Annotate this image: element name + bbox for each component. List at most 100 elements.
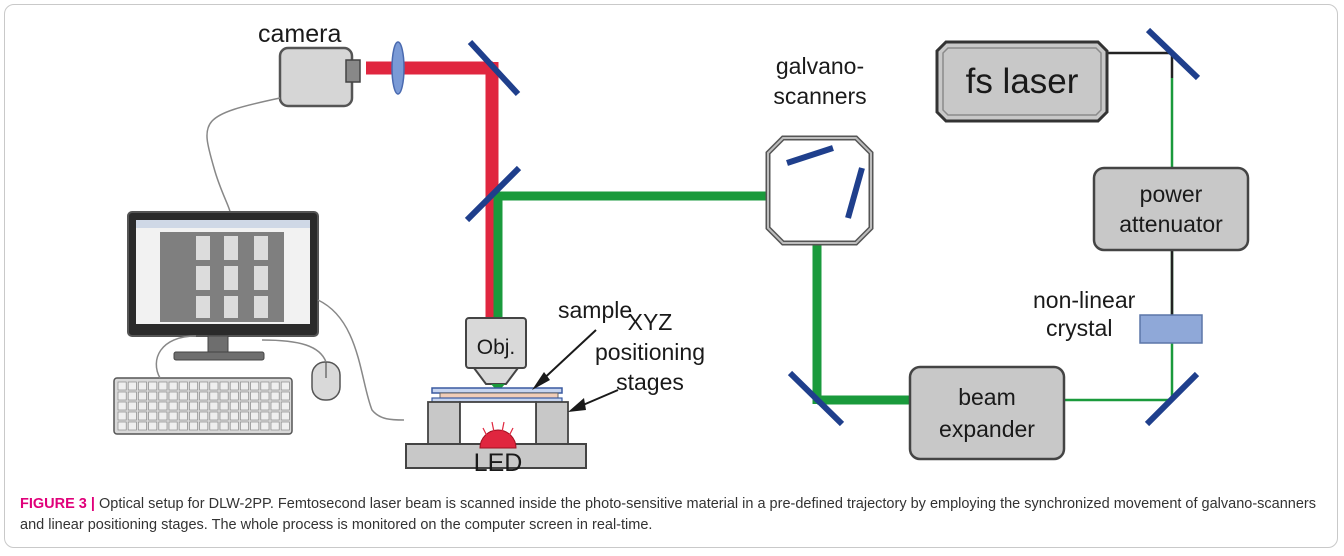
keyboard-key xyxy=(229,381,239,391)
keyboard-key xyxy=(250,381,260,391)
keyboard-key xyxy=(138,391,147,401)
keyboard-key xyxy=(158,381,168,391)
keyboard-key xyxy=(229,411,239,421)
keyboard-key xyxy=(240,391,249,401)
keyboard-key xyxy=(138,421,147,431)
keyboard-key xyxy=(229,421,239,431)
keyboard-key xyxy=(250,411,260,421)
keyboard-key xyxy=(240,411,249,421)
keyboard-key xyxy=(168,401,178,411)
keyboard-key xyxy=(199,391,209,401)
power-label-line2: attenuator xyxy=(1119,211,1223,237)
keyboard-key xyxy=(148,401,158,411)
keyboard-key xyxy=(158,391,168,401)
keyboard-key xyxy=(240,401,249,411)
keyboard-key xyxy=(260,381,270,391)
keyboard-key xyxy=(209,421,219,431)
keyboard-key xyxy=(168,391,178,401)
mirror-bottom-left xyxy=(787,370,845,427)
keyboard-key xyxy=(280,411,290,421)
keyboard-key xyxy=(209,401,219,411)
keyboard-key xyxy=(148,381,158,391)
keyboard-key xyxy=(127,411,137,421)
galvano-scanner-housing xyxy=(765,135,874,246)
keyboard-key xyxy=(168,421,178,431)
keyboard-key xyxy=(117,391,127,401)
keyboard-key xyxy=(280,421,290,431)
mirror-bottom-right xyxy=(1144,371,1200,427)
keyboard-key xyxy=(199,401,209,411)
mirror-top-left xyxy=(467,39,521,97)
keyboard-key xyxy=(199,421,209,431)
galvano-label-line2: scanners xyxy=(773,83,866,109)
keyboard-key xyxy=(250,401,260,411)
keyboard-key xyxy=(158,401,168,411)
keyboard-key xyxy=(209,381,219,391)
keyboard-key xyxy=(178,401,188,411)
xyz-label-line2: positioning xyxy=(595,339,705,365)
keyboard-key xyxy=(260,391,270,401)
keyboard-key xyxy=(127,421,137,431)
keyboard-key xyxy=(219,401,229,411)
keyboard-key xyxy=(178,421,188,431)
camera-label: camera xyxy=(258,20,341,48)
keyboard-key xyxy=(117,401,127,411)
figure-caption: FIGURE 3 | Optical setup for DLW-2PP. Fe… xyxy=(20,494,1320,536)
keyboard-key xyxy=(270,391,280,401)
beam-expander-box xyxy=(908,365,1066,461)
keyboard-key xyxy=(127,381,137,391)
caption-figure-label: FIGURE 3 | xyxy=(20,496,95,512)
keyboard-key xyxy=(219,411,229,421)
red-beam xyxy=(366,60,499,318)
keyboard-key xyxy=(240,421,249,431)
sample-arrow xyxy=(532,329,597,390)
power-attenuator-box xyxy=(1092,166,1250,252)
sample-label: sample xyxy=(558,297,632,323)
keyboard-key xyxy=(158,411,168,421)
keyboard-key xyxy=(280,391,290,401)
nonlinear-label-line1: non-linear xyxy=(1033,287,1136,313)
mouse xyxy=(311,361,341,401)
keyboard-key xyxy=(219,421,229,431)
keyboard-key xyxy=(127,391,137,401)
nonlinear-label-line2: crystal xyxy=(1046,315,1112,341)
keyboard-key xyxy=(260,421,270,431)
keyboard-key xyxy=(280,401,290,411)
keyboard-key xyxy=(117,381,127,391)
led-label: LED xyxy=(474,449,523,477)
keyboard-key xyxy=(229,391,239,401)
keyboard-key xyxy=(158,421,168,431)
led-emitter xyxy=(479,421,517,449)
keyboard-key xyxy=(270,381,280,391)
keyboard-key xyxy=(168,411,178,421)
caption-text: Optical setup for DLW-2PP. Femtosecond l… xyxy=(20,496,1317,533)
keyboard-key xyxy=(178,391,188,401)
keyboard-key xyxy=(189,381,198,391)
beam-expander-label-line1: beam xyxy=(958,384,1016,410)
stage-arrow xyxy=(568,389,619,412)
mirror-top-right xyxy=(1145,27,1201,81)
keyboard-key xyxy=(250,391,260,401)
keyboard-key xyxy=(117,421,127,431)
mirror-beam-splitter xyxy=(464,165,522,223)
keyboard-key xyxy=(168,381,178,391)
keyboard xyxy=(113,377,293,435)
keyboard-key xyxy=(250,421,260,431)
keyboard-key xyxy=(219,381,229,391)
keyboard-key xyxy=(127,401,137,411)
beam-expander-label-line2: expander xyxy=(939,416,1035,442)
keyboard-key xyxy=(280,381,290,391)
keyboard-key xyxy=(270,401,280,411)
computer-monitor xyxy=(127,211,319,361)
keyboard-key xyxy=(240,381,249,391)
keyboard-key xyxy=(199,381,209,391)
camera-device xyxy=(206,41,405,213)
objective-label: Obj. xyxy=(477,336,516,359)
keyboard-key xyxy=(260,401,270,411)
keyboard-key xyxy=(189,401,198,411)
keyboard-key xyxy=(189,391,198,401)
keyboard-key xyxy=(189,411,198,421)
nonlinear-crystal xyxy=(1139,314,1203,344)
keyboard-key xyxy=(138,411,147,421)
power-label-line1: power xyxy=(1140,181,1203,207)
